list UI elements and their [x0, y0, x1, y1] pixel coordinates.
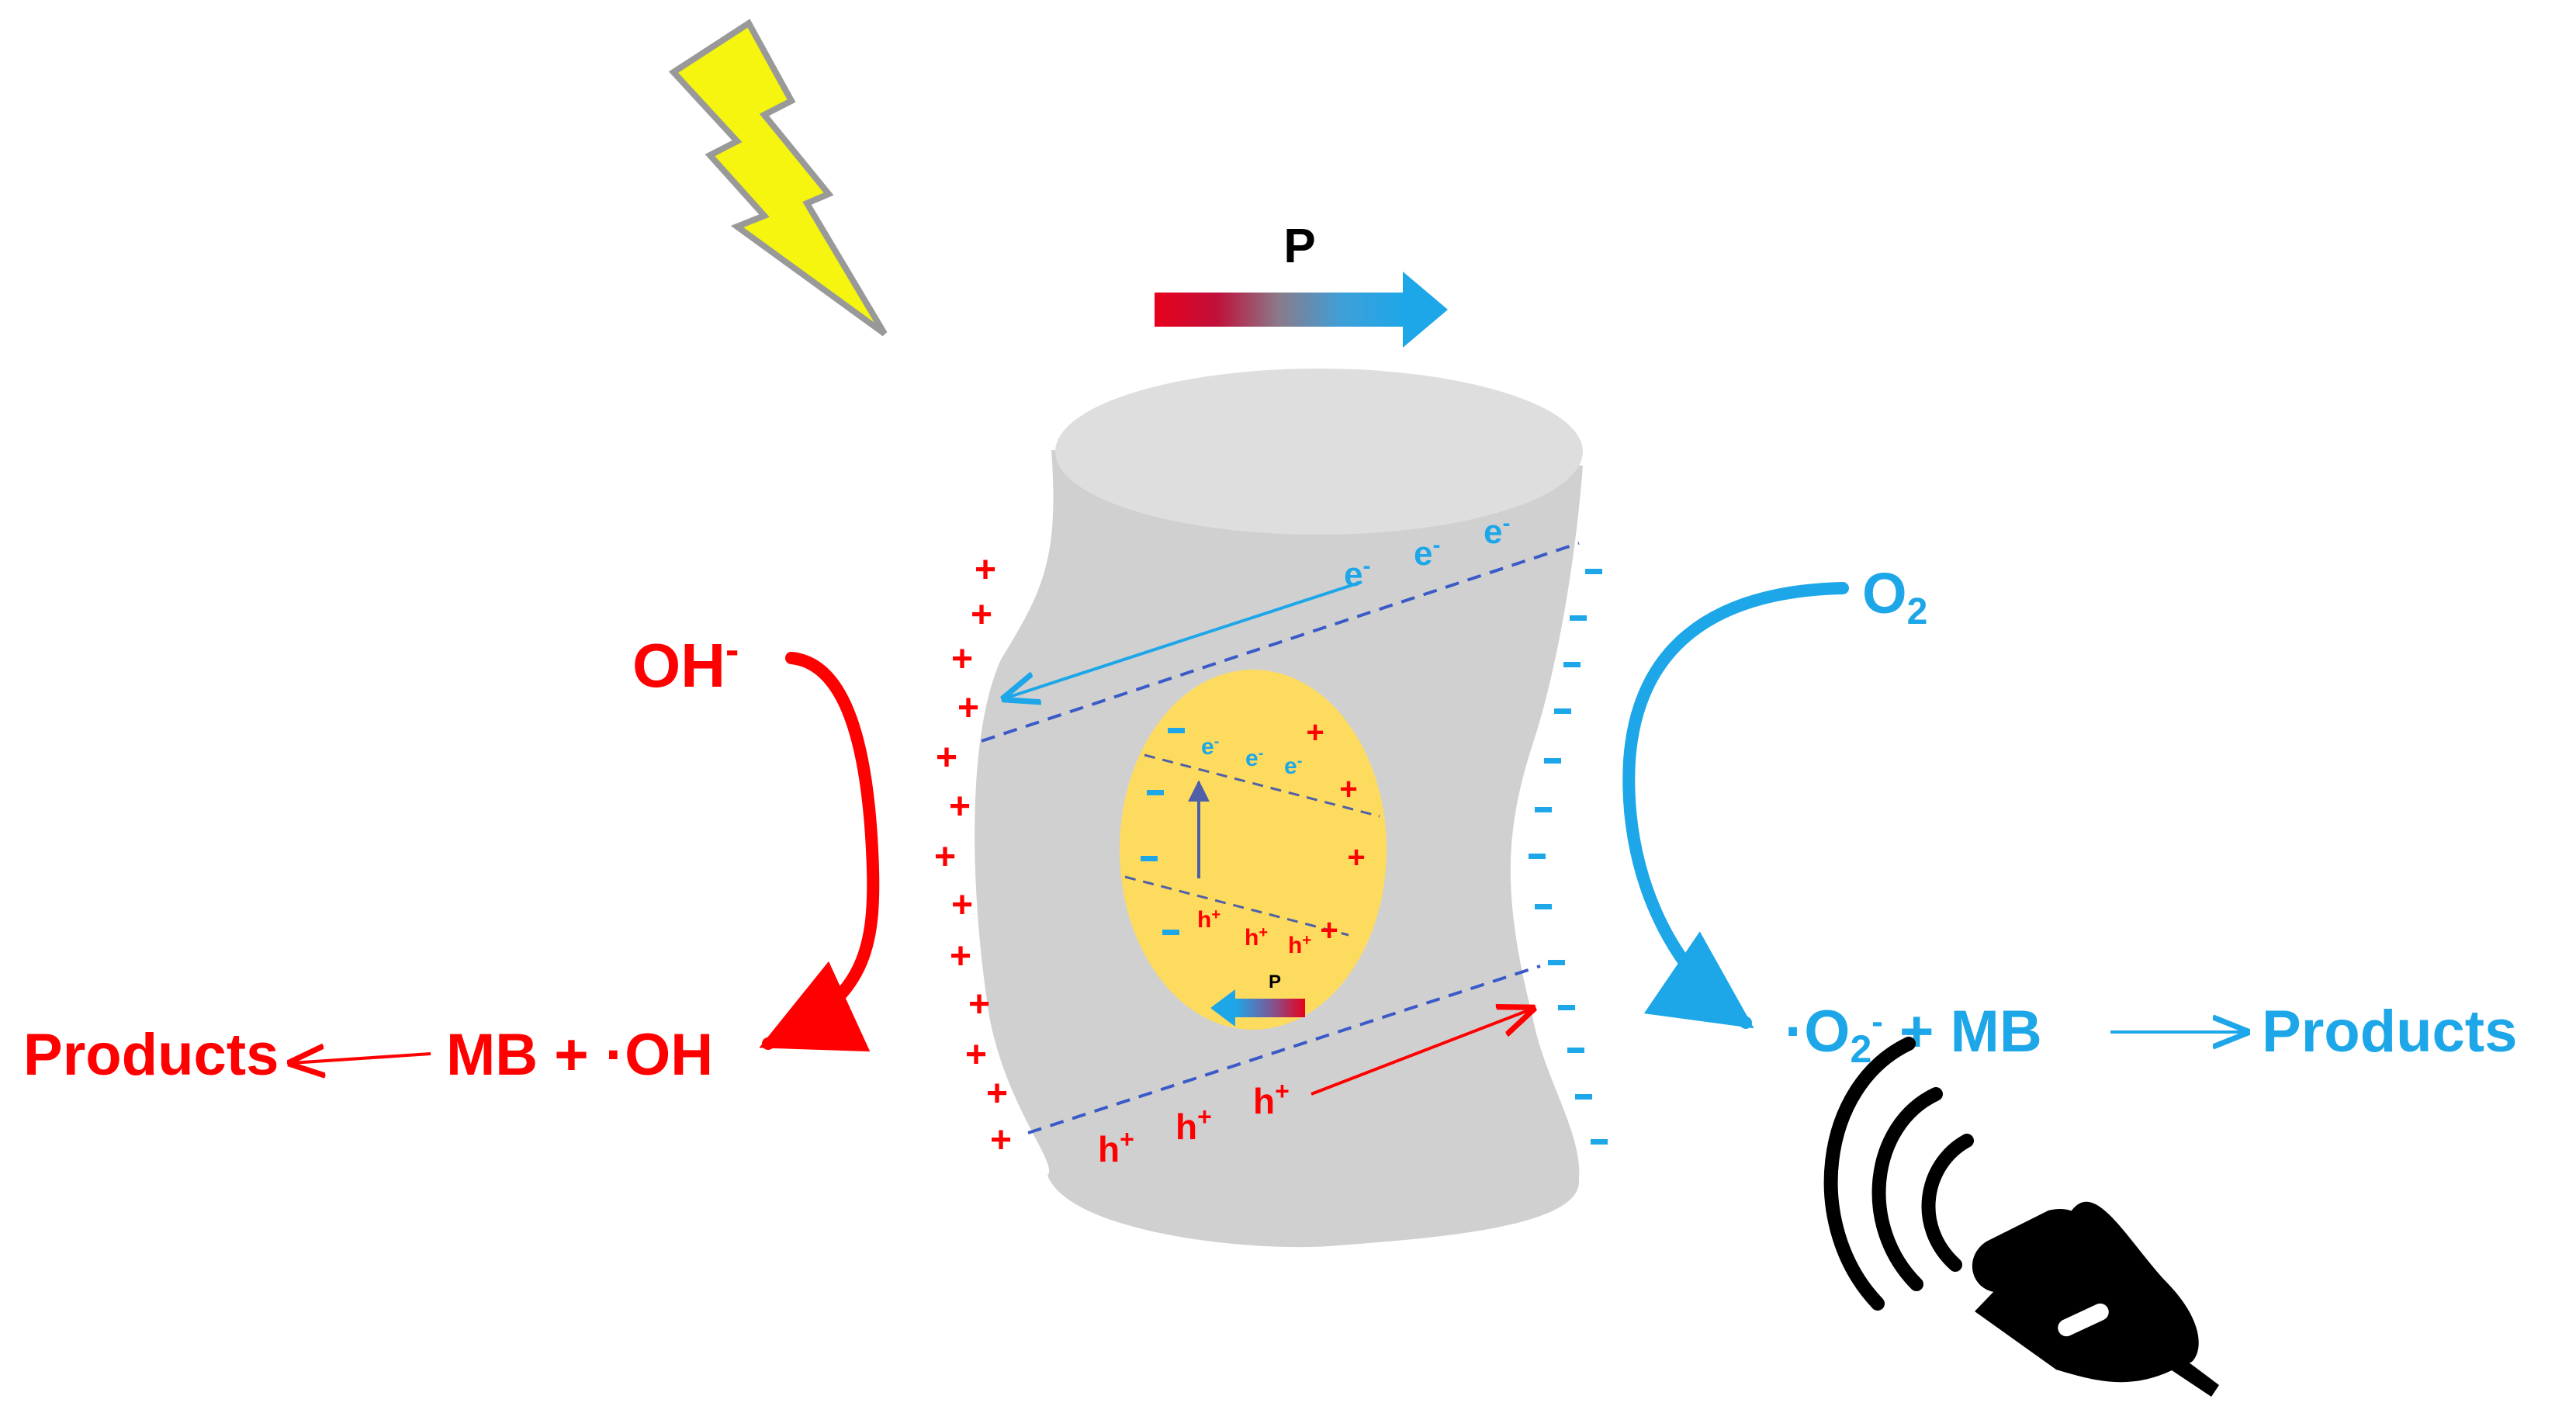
electron-label: e-	[1284, 753, 1302, 779]
hole-label: h+	[1288, 932, 1311, 958]
minus-sign	[1162, 930, 1179, 935]
hole-label: h+	[1175, 1103, 1212, 1147]
plus-sign: +	[1347, 840, 1365, 875]
inner-polarization-label: P	[1269, 971, 1281, 992]
plus-sign: +	[986, 1073, 1008, 1114]
minus-sign	[1567, 1048, 1584, 1053]
minus-sign	[1548, 960, 1565, 965]
inner-conduction-band-line	[1144, 753, 1380, 818]
left-middle-label: MB + ·OH	[446, 1022, 713, 1088]
minus-sign	[1575, 1094, 1592, 1100]
hole-label: h+	[1245, 924, 1268, 951]
inner-particle	[1120, 670, 1387, 1030]
minus-sign	[1168, 728, 1185, 733]
inner-valence-band-line	[1124, 875, 1349, 937]
valence-band-line	[1027, 965, 1541, 1134]
hole-drift-arrow	[1311, 1009, 1532, 1096]
inner-holes: h+ h+ h+	[1197, 906, 1311, 958]
electron-drift-arrow	[1005, 580, 1362, 698]
hole-label: h+	[1253, 1077, 1290, 1121]
plus-sign: +	[936, 737, 957, 778]
minus-sign	[1544, 758, 1561, 764]
surface-negative-charges	[1529, 569, 1608, 1145]
electron-label: e-	[1484, 511, 1510, 551]
minus-sign	[1554, 708, 1571, 714]
polarization-label: P	[1283, 220, 1315, 273]
minus-sign	[1141, 856, 1158, 861]
minus-sign	[1558, 1005, 1575, 1010]
plus-sign: +	[1339, 772, 1357, 806]
inner-negative-charges	[1141, 728, 1185, 935]
inner-polarization-arrow	[1210, 989, 1305, 1027]
electron-label: e-	[1201, 733, 1219, 760]
hole-label: h+	[1197, 906, 1220, 933]
plus-sign: +	[951, 885, 973, 926]
plus-sign: +	[975, 549, 996, 591]
plus-sign: +	[957, 687, 979, 729]
left-curved-arrow	[759, 652, 880, 1052]
polarization-arrow	[1155, 272, 1448, 348]
plus-sign: +	[1320, 913, 1338, 947]
minus-sign	[1147, 790, 1164, 795]
electron-label: e-	[1245, 745, 1263, 771]
plus-sign: +	[934, 836, 956, 878]
hydroxide-label: OH-	[632, 628, 739, 700]
conduction-band-line	[981, 542, 1580, 743]
hole-label: h+	[1098, 1125, 1134, 1169]
inner-positive-charges: + + + +	[1306, 715, 1365, 947]
right-middle-label: ·O2- + MB	[1785, 999, 2042, 1071]
ultrasound-probe-icon	[1823, 1037, 2219, 1397]
plus-sign: +	[968, 984, 990, 1025]
plus-sign: +	[949, 786, 971, 827]
outer-electrons: e- e- e-	[1344, 511, 1510, 594]
minus-sign	[1591, 1139, 1608, 1145]
left-products-label: Products	[23, 1022, 279, 1088]
plus-sign: +	[1306, 715, 1324, 750]
plus-sign: +	[971, 594, 992, 636]
oxygen-label: O2	[1862, 561, 1927, 632]
left-products-arrow	[291, 1054, 431, 1063]
outer-holes: h+ h+ h+	[1098, 1077, 1290, 1169]
plus-sign: +	[965, 1034, 987, 1075]
cylinder-top	[1055, 369, 1583, 535]
minus-sign	[1535, 807, 1552, 812]
plus-sign: +	[990, 1120, 1012, 1161]
right-curved-arrow	[1622, 582, 1849, 1029]
minus-sign	[1563, 662, 1581, 667]
minus-sign	[1585, 569, 1602, 574]
minus-sign	[1529, 854, 1546, 859]
plus-sign: +	[950, 936, 971, 977]
inner-electrons: e- e- e-	[1201, 733, 1302, 779]
minus-sign	[1570, 615, 1587, 621]
lightning-bolt-icon	[668, 19, 888, 337]
surface-positive-charges: + + + + + + + + + + + + +	[934, 549, 1012, 1161]
plus-sign: +	[951, 639, 973, 680]
electron-label: e-	[1344, 553, 1370, 594]
minus-sign	[1535, 904, 1552, 909]
electron-label: e-	[1414, 532, 1440, 573]
right-products-label: Products	[2262, 999, 2517, 1065]
